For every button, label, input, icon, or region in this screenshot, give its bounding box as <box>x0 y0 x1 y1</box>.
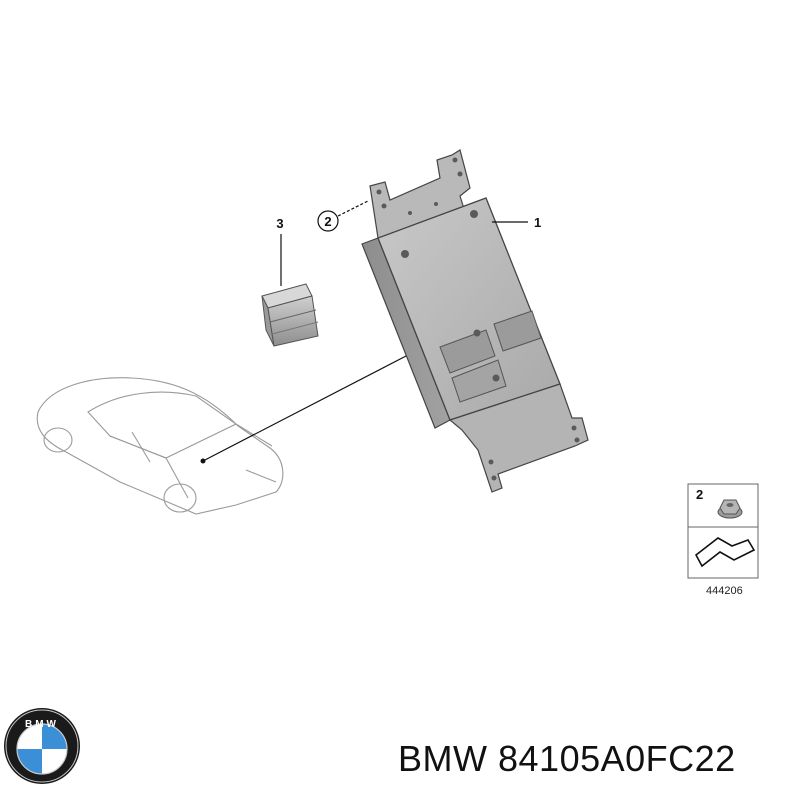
caption-part-number: 84105A0FC22 <box>498 738 736 779</box>
nut-icon <box>717 499 743 519</box>
car-location-outline <box>36 377 284 515</box>
legend-item-number: 2 <box>696 487 703 502</box>
part-caption: BMW 84105A0FC22 <box>398 738 736 780</box>
bmw-logo: BMW <box>4 708 80 784</box>
callout-2-label: 2 <box>324 214 331 229</box>
bracket-symbol-icon <box>694 537 756 568</box>
logo-lettering: BMW <box>25 719 59 730</box>
location-leader-line <box>202 355 407 462</box>
caption-brand: BMW <box>398 738 488 779</box>
callout-3-label: 3 <box>276 216 283 231</box>
callout-1-label: 1 <box>534 215 541 230</box>
fastener-legend: 2 444206 <box>687 483 759 597</box>
location-marker <box>200 458 206 464</box>
connector-part <box>261 283 319 347</box>
callout-1: 1 <box>492 215 541 230</box>
legend-drawing-code: 444206 <box>706 585 743 597</box>
callout-2: 2 <box>317 200 369 232</box>
callout-3: 3 <box>276 216 284 286</box>
control-module-part <box>361 149 589 493</box>
